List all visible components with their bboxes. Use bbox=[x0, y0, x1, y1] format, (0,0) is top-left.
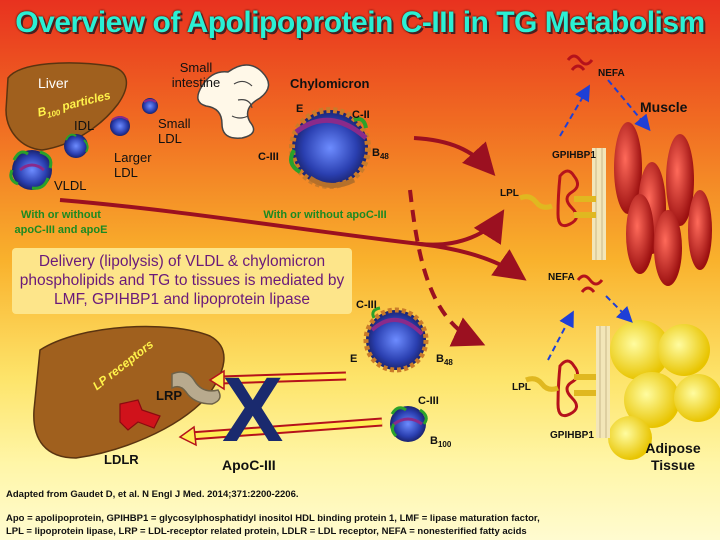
adipose-label: Adipose Tissue bbox=[645, 440, 701, 473]
delivery-callout: Delivery (lipolysis) of VLDL & chylomicr… bbox=[12, 248, 352, 314]
b48-mid-label: B48 bbox=[436, 353, 453, 368]
idl-particle bbox=[64, 133, 89, 158]
small-intestine bbox=[197, 64, 270, 139]
with-or-without-left: With or without apoC-III and apoE bbox=[14, 209, 108, 236]
abbreviations-line-2: LPL = lipoprotein lipase, LRP = LDL-rece… bbox=[6, 526, 527, 537]
lpl-bottom bbox=[525, 376, 559, 392]
nefa-arrow-in-bottom bbox=[605, 295, 633, 323]
nefa-arrow-up-top bbox=[559, 84, 591, 137]
nefa-arrow-in-top bbox=[607, 79, 651, 132]
nefa-top-label: NEFA bbox=[598, 68, 625, 79]
apoc3-top-label: C-III bbox=[258, 151, 279, 163]
with-or-without-mid: With or without apoC-III bbox=[263, 209, 387, 221]
gpihbp1-top-label: GPIHBP1 bbox=[552, 150, 596, 161]
apoc3-block-x: X bbox=[222, 359, 284, 461]
nefa-squiggle-top bbox=[566, 54, 594, 71]
gpihbp1-bottom bbox=[556, 359, 596, 418]
apoc3-label: ApoC-III bbox=[222, 457, 276, 473]
larger-ldl-particle bbox=[110, 116, 130, 136]
apoe-top-label: E bbox=[296, 103, 304, 115]
chylomicron-top bbox=[289, 107, 371, 189]
lpl-top-label: LPL bbox=[500, 188, 519, 199]
apoc3-mid-label: C-III bbox=[356, 299, 377, 311]
larger-ldl-label: Larger LDL bbox=[114, 150, 152, 180]
citation: Adapted from Gaudet D, et al. N Engl J M… bbox=[6, 489, 299, 500]
lrp-receptor bbox=[171, 371, 221, 405]
apoe-mid-label: E bbox=[350, 353, 358, 365]
small-ldl-particle bbox=[142, 98, 158, 114]
ldlr-receptor bbox=[119, 399, 161, 431]
small-intestine-label: Small intestine bbox=[171, 60, 221, 90]
chylomicron-label: Chylomicron bbox=[290, 76, 370, 91]
muscle-label: Muscle bbox=[640, 99, 688, 115]
small-ldl-label: Small LDL bbox=[158, 116, 191, 146]
membrane-bottom bbox=[596, 326, 610, 438]
b100-bottom-label: B100 bbox=[430, 435, 452, 450]
lpl-bottom-label: LPL bbox=[512, 382, 531, 393]
b48-top-label: B48 bbox=[372, 147, 389, 162]
apoc3-bottom-label: C-III bbox=[418, 395, 439, 407]
vldl-particle bbox=[9, 150, 53, 190]
abbreviations-line-1: Apo = apolipoprotein, GPIHBP1 = glycosyl… bbox=[6, 513, 540, 524]
liver-top bbox=[5, 62, 128, 151]
vldl-label: VLDL bbox=[54, 178, 87, 193]
nefa-arrow-up-bottom bbox=[547, 310, 574, 361]
adipose-tissue bbox=[608, 320, 720, 460]
nefa-mid-label: NEFA bbox=[548, 272, 575, 283]
idl-label: IDL bbox=[74, 118, 95, 133]
slide-title: Overview of Apolipoprotein C-III in TG M… bbox=[15, 6, 705, 39]
apoc2-label: C-II bbox=[352, 109, 370, 121]
arrow-chylo-to-adipose bbox=[408, 189, 486, 347]
liver-label: Liver bbox=[38, 75, 69, 91]
b100-particle-bottom bbox=[390, 406, 428, 442]
arrow-chylo-to-muscle bbox=[413, 136, 496, 176]
lrp-label: LRP bbox=[156, 388, 182, 403]
gpihbp1-top bbox=[556, 169, 596, 228]
ldlr-label: LDLR bbox=[104, 452, 139, 467]
gpihbp1-bottom-label: GPIHBP1 bbox=[550, 430, 594, 441]
membrane-top bbox=[592, 148, 606, 260]
arrow-vldl-to-adipose bbox=[419, 242, 527, 281]
nefa-squiggle-bottom bbox=[576, 274, 604, 293]
chylomicron-remnant bbox=[363, 306, 429, 373]
muscle-tissue bbox=[614, 122, 712, 286]
arrow-vldl-to-muscle bbox=[59, 198, 505, 247]
lpl-top bbox=[519, 194, 553, 210]
